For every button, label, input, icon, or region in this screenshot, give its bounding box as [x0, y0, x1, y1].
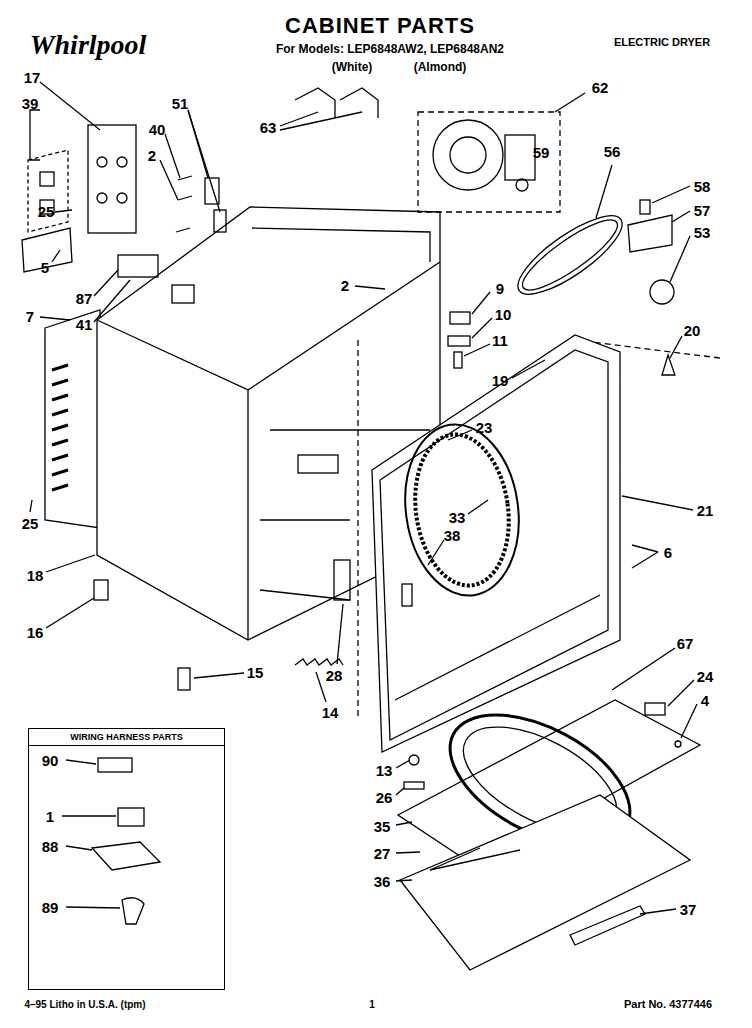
callout-number: 36 — [374, 874, 391, 891]
callout-number: 87 — [76, 291, 93, 308]
callout-number: 67 — [677, 636, 694, 653]
callout-number: 63 — [260, 120, 277, 137]
callout-number: 20 — [684, 323, 701, 340]
model-line: For Models: LEP6848AW2, LEP6848AN2 — [276, 43, 504, 56]
logo: Whirlpool — [30, 29, 147, 61]
callout-number: 21 — [697, 503, 714, 520]
page-number: 1 — [369, 999, 375, 1010]
callout-number: 11 — [492, 333, 508, 350]
callout-number: 2 — [341, 278, 349, 295]
callout-number: 57 — [694, 203, 711, 220]
callout-number: 90 — [42, 753, 59, 770]
callout-number: 39 — [22, 96, 39, 113]
color-note: (White) — [332, 61, 373, 74]
callout-number: 59 — [533, 145, 550, 162]
callout-number: 25 — [38, 204, 55, 221]
callout-number: 18 — [27, 568, 44, 585]
callout-number: 4 — [701, 693, 709, 710]
callout-number: 5 — [41, 260, 49, 277]
callout-number: 16 — [27, 625, 44, 642]
inset-title: WIRING HARNESS PARTS — [29, 729, 224, 746]
callout-number: 53 — [694, 225, 711, 242]
callout-number: 40 — [149, 122, 166, 139]
callout-number: 51 — [172, 96, 189, 113]
callout-number: 38 — [444, 528, 461, 545]
callout-number: 2 — [148, 148, 156, 165]
callout-number: 41 — [76, 317, 93, 334]
callout-number: 6 — [664, 545, 672, 562]
callout-number: 14 — [322, 705, 339, 722]
callout-number: 26 — [376, 790, 393, 807]
callout-number: 25 — [22, 516, 39, 533]
part-number: Part No. 4377446 — [624, 998, 712, 1010]
product-type: ELECTRIC DRYER — [614, 36, 710, 48]
callout-number: 23 — [476, 420, 493, 437]
footer-text: 4–95 Litho in U.S.A. (tpm) — [24, 999, 145, 1010]
diagram-title: CABINET PARTS — [285, 13, 475, 39]
callout-number: 88 — [42, 839, 59, 856]
callout-number: 19 — [492, 373, 509, 390]
callout-number: 1 — [46, 809, 54, 826]
callout-number: 27 — [374, 846, 391, 863]
callout-number: 10 — [495, 307, 512, 324]
callout-number: 33 — [449, 510, 466, 527]
callout-number: 62 — [592, 80, 609, 97]
callout-number: 58 — [694, 179, 711, 196]
callout-number: 13 — [376, 763, 393, 780]
callout-number: 28 — [326, 668, 343, 685]
callout-number: 37 — [680, 902, 697, 919]
callout-number: 9 — [496, 281, 504, 298]
callout-number: 17 — [24, 70, 41, 87]
callout-number: 24 — [697, 669, 714, 686]
callout-number: 15 — [247, 665, 264, 682]
color-note: (Almond) — [414, 61, 467, 74]
callout-number: 89 — [42, 900, 59, 917]
callout-number: 35 — [374, 819, 391, 836]
callout-number: 7 — [26, 309, 34, 326]
callout-number: 56 — [604, 144, 621, 161]
